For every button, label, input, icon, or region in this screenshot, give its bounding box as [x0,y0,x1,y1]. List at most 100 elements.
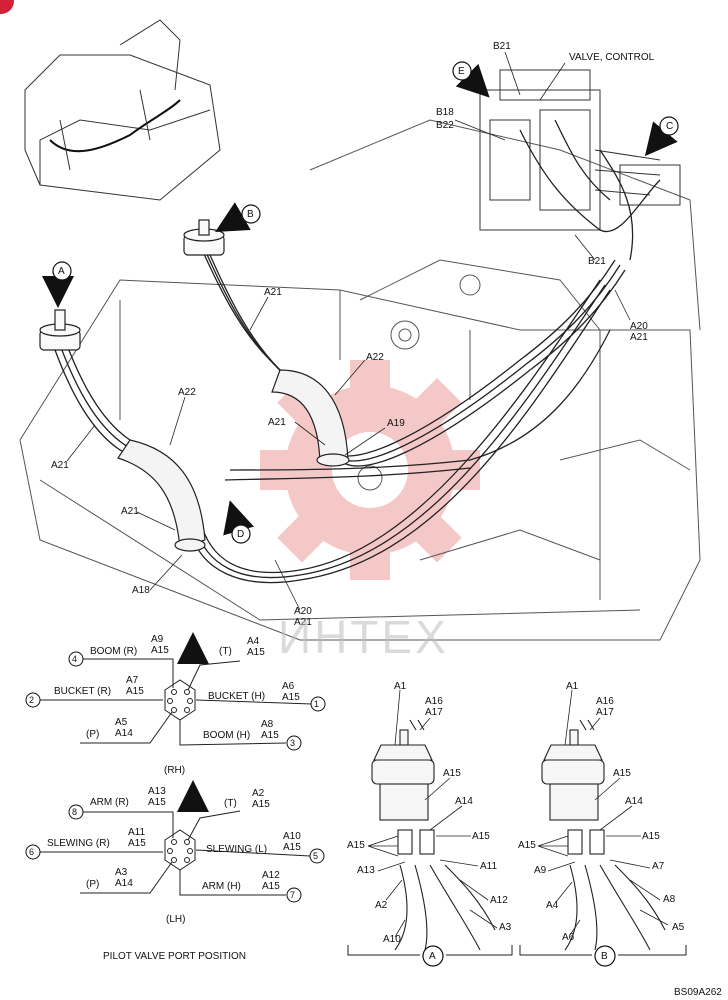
lh-port-codes-p: A3 A14 [115,867,133,889]
detail-a-a11: A11 [480,861,498,872]
lh-port-codes-slewing-l: A10 A15 [283,831,301,853]
rh-port-codes-boom-h: A8 A15 [261,719,279,741]
pilot-valve-caption: PILOT VALVE PORT POSITION [103,951,247,962]
figure-code: BS09A262 [674,987,722,998]
detail-b-valve [541,719,666,951]
watermark-text: ИНТЕХ [278,611,449,663]
a21-left-label: A21 [51,460,69,471]
detail-brackets [347,945,687,956]
a19-label: A19 [387,418,405,429]
detail-a-a10: A10 [383,934,401,945]
detail-a-a15: A15 [443,768,461,779]
lh-port-name-slewing-r: SLEWING (R) [47,838,110,849]
lh-port-name-t: (T) [224,798,237,809]
callout-circles [52,61,679,544]
detail-a-callout: A [429,951,436,962]
detail-b-a15-right: A15 [642,831,660,842]
rh-port-codes-t: A4 A15 [247,636,265,658]
rh-port-codes-bucket-r: A7 A15 [126,675,144,697]
chassis-outline [19,119,701,641]
a18-label: A18 [132,585,150,596]
a21-low-label: A21 [121,506,139,517]
detail-a-a1: A1 [394,681,407,692]
detail-a-a15-right: A15 [472,831,490,842]
detail-b-a8: A8 [663,894,676,905]
lh-port-name-p: (P) [86,879,100,890]
lh-port-name-slewing-l: SLEWING (L) [206,844,268,855]
detail-callout-circles [422,945,616,967]
detail-a-a3: A3 [499,922,512,933]
callout-e-label: E [458,66,465,77]
lh-port-codes-t: A2 A15 [252,788,270,810]
lh-port-name-arm-h: ARM (H) [202,881,241,892]
callout-a-label: A [58,266,65,277]
rh-port-num-bucket-r: 2 [29,695,35,705]
rh-port-num-boom-r: 4 [72,654,78,664]
detail-b-a15: A15 [613,768,631,779]
lh-port-num-slewing-l: 5 [313,851,319,861]
control-valve-block [479,69,681,231]
a21-mid-label: A21 [268,417,286,428]
a22-right-label: A22 [366,352,384,363]
lh-port-name-arm-r: ARM (R) [90,797,129,808]
detail-leader-lines [367,689,669,938]
callout-arrows [42,63,678,812]
valve-control-label: VALVE, CONTROL [569,52,655,63]
rh-port-codes-bucket-h: A6 A15 [282,681,300,703]
detail-a-valve [371,719,496,951]
lh-port-codes-arm-r: A13 A15 [148,786,166,808]
detail-a-a12: A12 [490,895,508,906]
a20-a21-right-label: A20 A21 [630,321,648,343]
pilot-valve-lh [39,309,81,351]
rh-port-name-bucket-r: BUCKET (R) [54,686,112,697]
detail-b-a9: A9 [534,865,547,876]
rh-port-name-boom-r: BOOM (R) [90,646,138,657]
detail-a-a15-left: A15 [347,840,365,851]
rh-port-schematic [40,658,313,746]
pilot-valve-rh [183,219,225,256]
b21-top-label: B21 [493,41,511,52]
lh-port-num-slewing-r: 6 [29,847,35,857]
lh-port-num-arm-h: 7 [290,890,296,900]
detail-b-a16-a17: A16 A17 [596,696,614,718]
rh-port-name-bucket-h: BUCKET (H) [208,691,266,702]
detail-b-a4: A4 [546,900,559,911]
callout-d-label: D [237,529,245,540]
b22-label: B22 [436,120,454,131]
detail-b-a1: A1 [566,681,579,692]
cab-inset-sketch [24,19,221,201]
a21-b-label: A21 [264,287,282,298]
b18-label: B18 [436,107,454,118]
callout-c-label: C [666,121,674,132]
hose-protective-sleeves [117,369,350,552]
rh-port-num-bucket-h: 1 [314,699,320,709]
rh-port-num-boom-h: 3 [290,738,296,748]
detail-b-a15-left: A15 [518,840,536,851]
detail-a-a16-a17: A16 A17 [425,696,443,718]
lh-title: (LH) [166,914,186,925]
detail-b-a5: A5 [672,922,685,933]
a20-a21-low-label: A20 A21 [294,606,312,628]
rh-port-name-p: (P) [86,729,100,740]
rh-title: (RH) [164,765,186,776]
detail-b-a7: A7 [652,861,665,872]
leader-lines [66,51,631,611]
lh-port-codes-arm-h: A12 A15 [262,870,280,892]
rh-port-codes-boom-r: A9 A15 [151,634,169,656]
detail-b-a6: A6 [562,932,575,943]
detail-a-a2: A2 [375,900,388,911]
detail-b-a14: A14 [625,796,643,807]
detail-b-callout: B [601,951,608,962]
rh-port-name-boom-h: BOOM (H) [203,730,251,741]
b21-right-label: B21 [588,256,606,267]
port-number-circles [25,651,326,903]
a22-left-label: A22 [178,387,196,398]
lh-port-codes-slewing-r: A11 A15 [128,827,146,849]
lh-port-schematic [40,810,311,896]
detail-a-a14: A14 [455,796,473,807]
rh-port-codes-p: A5 A14 [115,717,133,739]
lh-port-num-arm-r: 8 [72,807,78,817]
rh-port-name-t: (T) [219,646,232,657]
